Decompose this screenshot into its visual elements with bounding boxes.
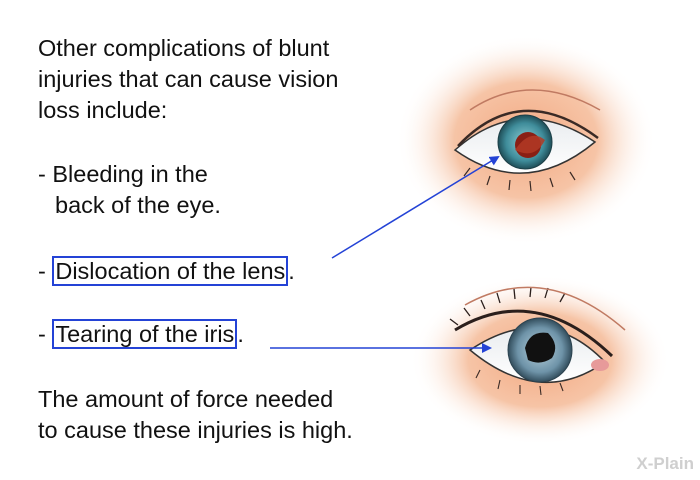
- top-eye-crease: [469, 89, 601, 111]
- item-tearing: - Tearing of the iris.: [38, 319, 244, 350]
- item-bleeding-line-2: back of the eye.: [55, 192, 221, 218]
- bottom-eye-crease: [464, 286, 626, 331]
- outro-line-1: The amount of force needed: [38, 386, 334, 412]
- item-bleeding-line-1: - Bleeding in the: [38, 161, 208, 187]
- bottom-eye-upper-lid: [454, 309, 614, 358]
- top-eye-upper-lid: [457, 109, 599, 147]
- item-bleeding: - Bleeding in the back of the eye.: [38, 159, 221, 221]
- item-dislocation-dash: -: [38, 258, 53, 284]
- bottom-eye-torn-pupil: [525, 332, 556, 363]
- intro-text: Other complications of blunt injuries th…: [38, 33, 338, 126]
- bottom-eye-lower-lashes: [475, 369, 564, 396]
- bottom-eye-upper-lashes: [449, 286, 566, 326]
- outro-line-2: to cause these injuries is high.: [38, 417, 353, 443]
- item-tearing-end: .: [237, 321, 244, 347]
- intro-line-2: injuries that can cause vision: [38, 66, 339, 92]
- top-eye-dislocated-lens: [396, 35, 656, 245]
- top-eye-lower-lashes: [463, 167, 576, 192]
- tearing-highlight-box: Tearing of the iris: [52, 319, 238, 349]
- intro-line-1: Other complications of blunt: [38, 35, 330, 61]
- bottom-eye-torn-iris: [410, 275, 670, 445]
- top-eye-lens: [515, 135, 545, 154]
- item-tearing-dash: -: [38, 321, 53, 347]
- item-dislocation: - Dislocation of the lens.: [38, 256, 295, 287]
- outro-text: The amount of force needed to cause thes…: [38, 384, 353, 446]
- intro-line-3: loss include:: [38, 97, 168, 123]
- bottom-eye-caruncle: [591, 359, 609, 371]
- dislocation-arrow: [331, 155, 500, 259]
- dislocation-highlight-box: Dislocation of the lens: [52, 256, 289, 286]
- x-plain-logo: X-Plain: [636, 454, 694, 473]
- item-dislocation-end: .: [288, 258, 295, 284]
